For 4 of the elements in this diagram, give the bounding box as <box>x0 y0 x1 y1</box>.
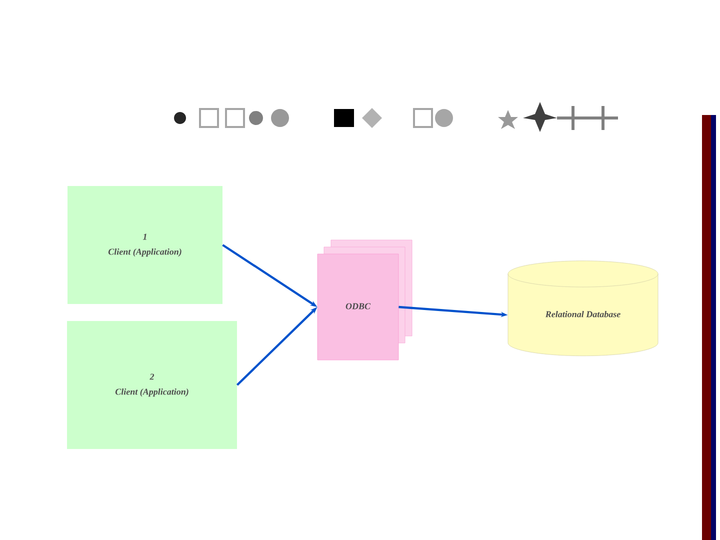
client-box: 1 Client (Application) <box>68 186 222 304</box>
client-box: 2 Client (Application) <box>67 321 237 449</box>
database-cylinder: Relational Database <box>508 260 658 356</box>
document-stack: ODBC <box>317 240 412 360</box>
